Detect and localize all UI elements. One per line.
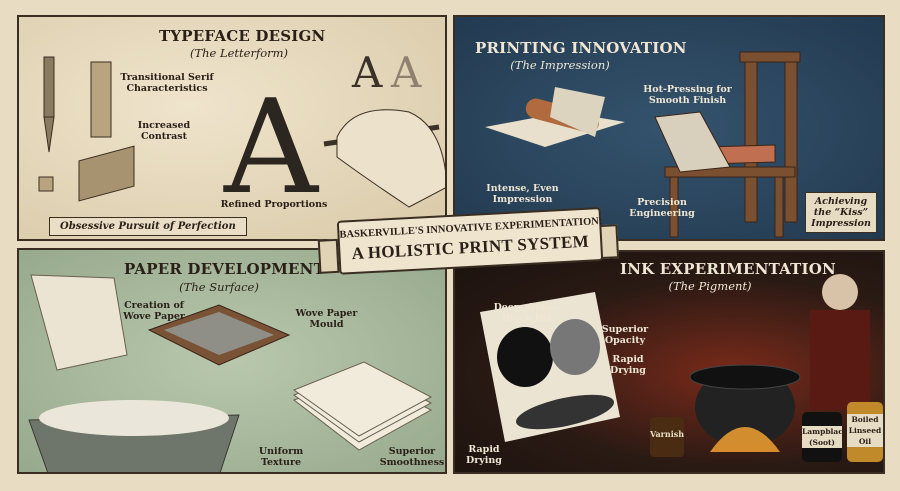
typeface-illustration: A A A bbox=[38, 48, 445, 223]
printing-innovation-panel: PRINTING INNOVATION (The Impression) Hot… bbox=[453, 15, 885, 241]
label-precision-engineering: Precision Engineering bbox=[629, 197, 695, 219]
sample-letter-a-light: A bbox=[390, 48, 422, 97]
typeface-title: TYPEFACE DESIGN bbox=[159, 27, 326, 45]
jar-lampblack-label: Lampblack (Soot) bbox=[802, 426, 849, 448]
typeface-subtitle: (The Letterform) bbox=[189, 46, 289, 60]
paper-subtitle: (The Surface) bbox=[179, 280, 259, 294]
ink-illustration bbox=[480, 274, 870, 452]
label-wove-paper-mould: Wove Paper Mould bbox=[295, 308, 358, 330]
label-superior-opacity: Superior Opacity bbox=[601, 324, 649, 346]
label-uniform-texture: Uniform Texture bbox=[258, 446, 304, 468]
ink-samples-sheet-icon bbox=[480, 292, 620, 442]
label-glossy-black-ink: Deep, Glossy Black Ink bbox=[493, 302, 562, 324]
jar-linseed-oil: Boiled Linseed Oil bbox=[847, 402, 883, 462]
label-increased-contrast: Increased Contrast bbox=[137, 120, 191, 142]
jar-varnish: Varnish bbox=[650, 417, 684, 457]
label-rapid-drying-1: Rapid Drying bbox=[610, 354, 646, 376]
roller-icon bbox=[485, 87, 625, 147]
printing-subtitle: (The Impression) bbox=[510, 58, 610, 72]
banner-left-tail bbox=[317, 238, 340, 274]
ink-experimentation-panel: INK EXPERIMENTATION (The Pigment) Deep, … bbox=[453, 250, 885, 474]
label-even-impression: Intense, Even Impression bbox=[486, 183, 559, 205]
pulp-vat-icon bbox=[28, 400, 240, 472]
jar-lampblack: Lampblack (Soot) bbox=[802, 412, 849, 462]
label-hot-pressing: Hot-Pressing for Smooth Finish bbox=[643, 84, 732, 106]
label-transitional-serif: Transitional Serif Characteristics bbox=[120, 72, 214, 94]
ink-title: INK EXPERIMENTATION bbox=[620, 260, 836, 278]
sample-letter-a-bold: A bbox=[351, 48, 383, 97]
perfection-ribbon: Obsessive Pursuit of Perfection bbox=[49, 217, 247, 236]
paper-development-panel: PAPER DEVELOPMENT (The Surface) Creation… bbox=[17, 248, 447, 474]
paper-illustration bbox=[28, 274, 433, 472]
large-letter-a: A bbox=[223, 71, 320, 223]
punch-tool-icon bbox=[38, 56, 135, 202]
printing-title: PRINTING INNOVATION bbox=[475, 39, 687, 57]
paper-stack-icon bbox=[292, 361, 433, 451]
cauldron-icon bbox=[689, 364, 801, 452]
wove-paper-sheet-icon bbox=[30, 274, 128, 371]
kiss-impression-callout: Achieving the “Kiss” Impression bbox=[805, 192, 877, 233]
paper-mould-icon bbox=[147, 304, 291, 366]
label-wove-paper: Creation of Wove Paper bbox=[123, 300, 185, 322]
printing-press-icon bbox=[654, 51, 801, 238]
paper-title: PAPER DEVELOPMENT bbox=[124, 260, 325, 278]
jar-linseed-oil-label: Boiled Linseed Oil bbox=[847, 414, 883, 447]
printing-illustration bbox=[485, 51, 801, 238]
label-superior-smoothness: Superior Smoothness bbox=[379, 446, 445, 468]
label-rapid-drying-2: Rapid Drying bbox=[466, 444, 502, 466]
baskerville-figure-icon bbox=[810, 274, 870, 410]
label-refined-proportions: Refined Proportions bbox=[220, 199, 328, 210]
ink-subtitle: (The Pigment) bbox=[668, 279, 752, 293]
typeface-design-panel: A A A TYPEFACE DESIGN (The Letterform) T… bbox=[17, 15, 447, 241]
hand-with-pencil-icon bbox=[323, 109, 445, 208]
